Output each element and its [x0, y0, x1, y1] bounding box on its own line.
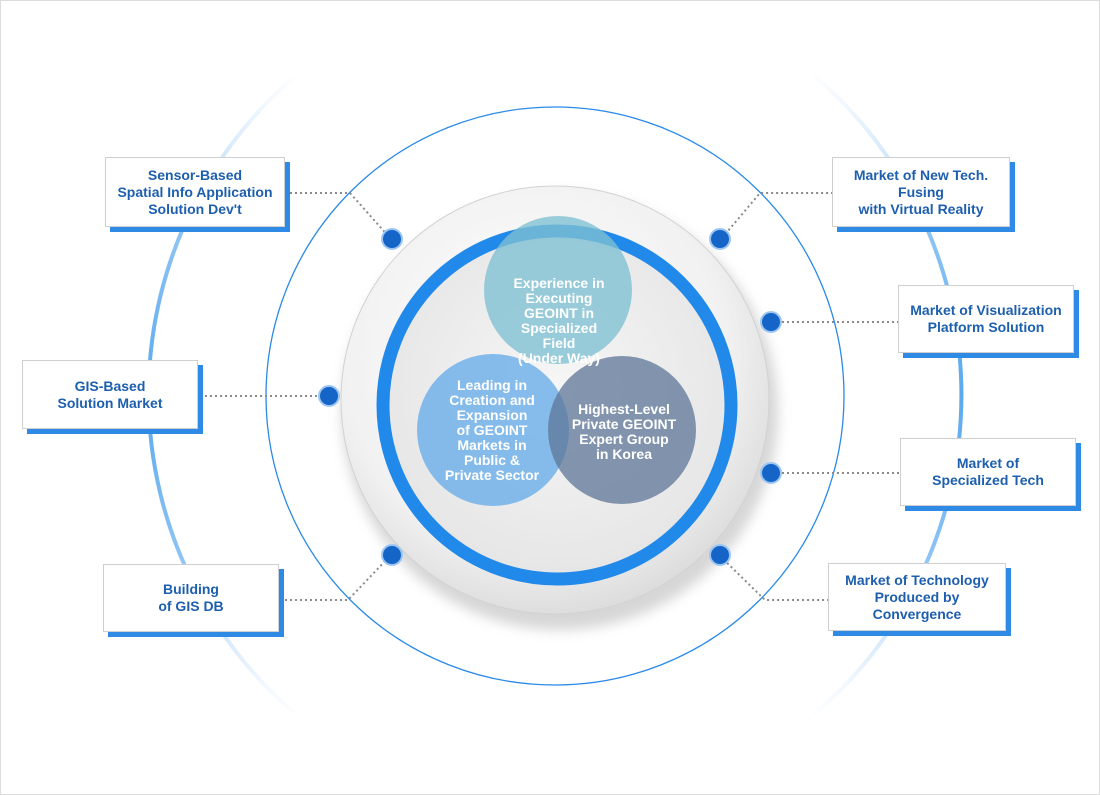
venn-circle-left: [417, 354, 569, 506]
node-dot-left-3: [381, 544, 403, 566]
node-dot-right-1: [709, 228, 731, 250]
venn-text-left: Leading in Creation and Expansion of GEO…: [444, 377, 540, 483]
venn-text-right: Highest-Level Private GEOINT Expert Grou…: [571, 401, 677, 462]
right-box-convergence: Market of Technology Produced by Converg…: [828, 563, 1006, 631]
venn-circle-right: [548, 356, 696, 504]
node-dot-left-1: [381, 228, 403, 250]
node-dot-right-2: [760, 311, 782, 333]
right-box-virtual-reality: Market of New Tech. Fusing with Virtual …: [832, 157, 1010, 227]
node-dot-left-2: [318, 385, 340, 407]
node-dot-right-3: [760, 462, 782, 484]
venn-text-top: Experience in Executing GEOINT in Specia…: [513, 275, 605, 366]
right-box-visualization: Market of Visualization Platform Solutio…: [898, 285, 1074, 353]
outer-arc-right: [803, 66, 964, 724]
node-dot-right-4: [709, 544, 731, 566]
left-box-sensor-based: Sensor-Based Spatial Info Application So…: [105, 157, 285, 227]
connector-left-3: [280, 555, 391, 601]
connector-right-1: [721, 192, 832, 239]
right-box-specialized-tech: Market of Specialized Tech: [900, 438, 1076, 506]
venn-circle-top: [484, 216, 632, 364]
connector-left-1: [285, 192, 391, 239]
left-box-gis-db: Building of GIS DB: [103, 564, 279, 632]
connector-right-4: [719, 555, 830, 601]
left-box-gis-based: GIS-Based Solution Market: [22, 360, 198, 429]
